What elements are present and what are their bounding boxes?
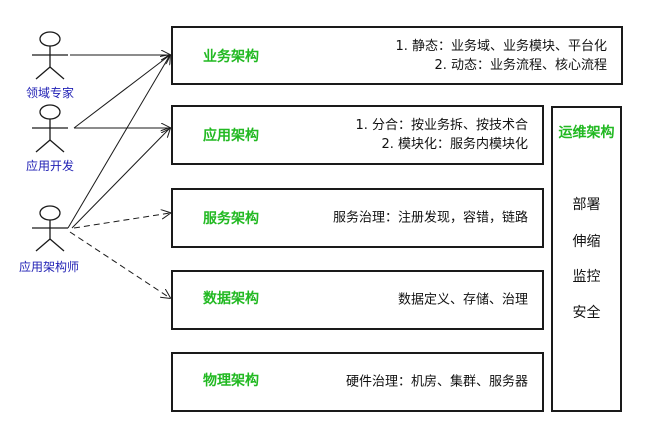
actor-label-app-architect: 应用架构师 (19, 260, 80, 274)
layer-box-application: 应用架构 1. 分合：按业务拆、按技术合 2. 模块化：服务内模块化 (171, 105, 544, 165)
actor-figure-domain-expert (32, 31, 68, 80)
ops-title: 运维架构 (558, 125, 615, 141)
ops-item-deploy: 部署 (572, 197, 601, 213)
layer-description: 数据定义、存储、治理 (398, 291, 528, 310)
layer-box-service: 服务架构 服务治理：注册发现，容错，链路 (171, 188, 544, 248)
ops-item-monitor: 监控 (572, 269, 601, 285)
layer-box-business: 业务架构 1. 静态：业务域、业务模块、平台化 2. 动态：业务流程、核心流程 (171, 26, 623, 85)
layer-title: 数据架构 (203, 291, 259, 307)
link-app-developer-to-business (73, 55, 170, 129)
layer-box-data: 数据架构 数据定义、存储、治理 (171, 270, 544, 330)
link-app-architect-to-service (73, 213, 170, 229)
layer-line: 数据定义、存储、治理 (397, 292, 528, 308)
layer-line: 硬件治理：机房、集群、服务器 (345, 374, 528, 390)
layer-title: 服务架构 (203, 211, 259, 227)
actor-figure-app-developer (32, 104, 68, 153)
link-app-architect-to-data (69, 231, 170, 298)
layer-title: 应用架构 (203, 128, 259, 144)
link-app-architect-to-business (67, 55, 170, 229)
layer-description: 服务治理：注册发现，容错，链路 (333, 209, 528, 228)
link-app-architect-to-application (71, 128, 170, 229)
layer-description: 1. 静态：业务域、业务模块、平台化 2. 动态：业务流程、核心流程 (395, 37, 607, 75)
layer-title: 物理架构 (203, 373, 259, 389)
ops-item-scale: 伸缩 (572, 234, 601, 250)
layer-box-physical: 物理架构 硬件治理：机房、集群、服务器 (171, 352, 544, 412)
actor-label-domain-expert: 领域专家 (26, 86, 75, 100)
layer-line: 2. 模块化：服务内模块化 (381, 137, 528, 152)
layer-description: 硬件治理：机房、集群、服务器 (346, 373, 528, 392)
layer-line: 1. 分合：按业务拆、按技术合 (355, 118, 528, 133)
ops-architecture-box: 运维架构 部署 伸缩 监控 安全 (551, 106, 622, 412)
ops-item-security: 安全 (572, 305, 601, 321)
layer-line: 2. 动态：业务流程、核心流程 (434, 57, 607, 73)
layer-title: 业务架构 (203, 48, 259, 65)
layer-line: 服务治理：注册发现，容错，链路 (332, 210, 528, 226)
layer-line: 1. 静态：业务域、业务模块、平台化 (395, 38, 607, 54)
actor-figure-app-architect (32, 205, 68, 252)
actor-label-app-developer: 应用开发 (26, 159, 75, 173)
layer-description: 1. 分合：按业务拆、按技术合 2. 模块化：服务内模块化 (355, 116, 528, 154)
